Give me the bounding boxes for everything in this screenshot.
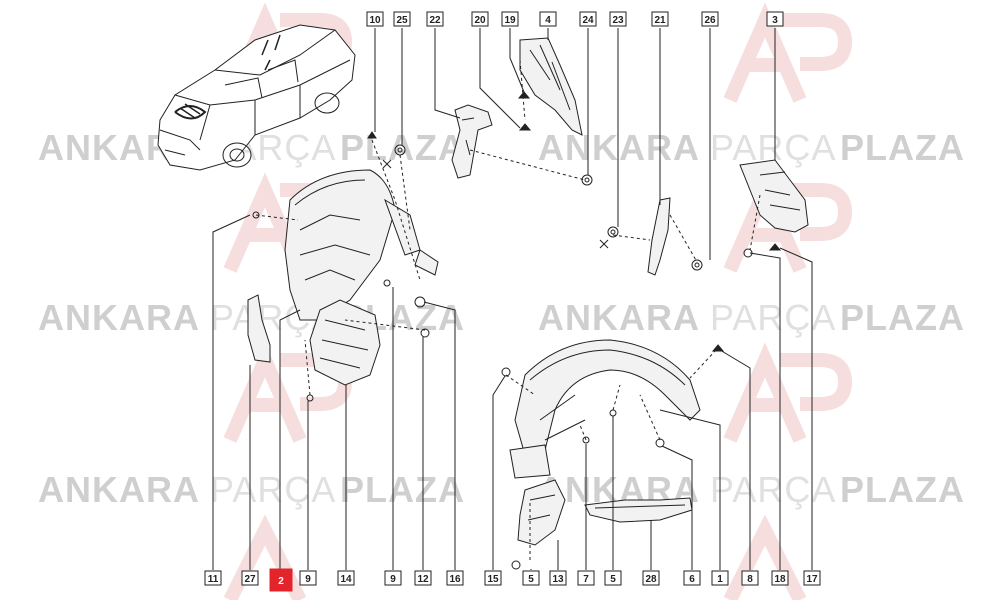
callout-label-text: 4 — [545, 15, 551, 26]
callout-label: 14 — [337, 570, 355, 586]
callout-label: 10 — [366, 11, 384, 27]
callout-label-text: 9 — [305, 574, 311, 585]
callout-label-text: 16 — [449, 574, 461, 585]
watermark-word-ankara: ANKARA — [38, 469, 200, 510]
callout-label: 17 — [803, 570, 821, 586]
watermark-row: ANKARA PARÇA PLAZA — [538, 297, 965, 338]
part-27-deflector — [247, 294, 271, 363]
callout-label-text: 5 — [528, 574, 534, 585]
callout-label-text: 24 — [582, 15, 594, 26]
callout-label-text: 18 — [774, 574, 786, 585]
watermark-row: ANKARA PARÇA PLAZA — [38, 469, 465, 510]
callout-label: 19 — [501, 11, 519, 27]
callout-label: 12 — [414, 570, 432, 586]
watermark-word-plaza: PLAZA — [840, 127, 965, 168]
callout-label-text: 12 — [417, 574, 429, 585]
callout-label-text: 17 — [806, 574, 818, 585]
callout-label-text: 13 — [552, 574, 564, 585]
callout-label: 28 — [642, 570, 660, 586]
watermark-word-plaza: PLAZA — [840, 469, 965, 510]
callout-label-text: 14 — [340, 574, 352, 585]
callout-label: 23 — [609, 11, 627, 27]
callout-label: 9 — [299, 570, 317, 586]
callout-label-text: 9 — [390, 574, 396, 585]
watermark-word-ankara: ANKARA — [38, 297, 200, 338]
watermark-row: ANKARA PARÇA PLAZA — [538, 469, 965, 510]
callout-label-text: 22 — [429, 15, 441, 26]
callout-label-text: 10 — [369, 15, 381, 26]
watermark-word-parca: PARÇA — [710, 469, 836, 510]
callout-label-text: 21 — [654, 15, 666, 26]
callout-label: 6 — [683, 570, 701, 586]
callout-label-text: 3 — [772, 15, 778, 26]
callout-label: 4 — [539, 11, 557, 27]
part-3-bracket — [739, 159, 809, 233]
part-28-trim — [584, 497, 693, 523]
callout-label: 11 — [204, 570, 222, 586]
leader-lines — [212, 28, 813, 570]
callout-label: 8 — [741, 570, 759, 586]
callout-label: 20 — [471, 11, 489, 27]
callout-label-text: 19 — [504, 15, 516, 26]
watermark-word-plaza: PLAZA — [340, 469, 465, 510]
callout-label-text: 25 — [396, 15, 408, 26]
watermark-word-parca: PARÇA — [710, 297, 836, 338]
callout-label-text: 23 — [612, 15, 624, 26]
callout-label: 5 — [522, 570, 540, 586]
callout-label-text: 2 — [278, 576, 284, 587]
callout-label: 5 — [604, 570, 622, 586]
part-21-strip — [647, 197, 671, 276]
callout-label: 22 — [426, 11, 444, 27]
callout-label: 27 — [241, 570, 259, 586]
callout-label-highlighted: 2 — [269, 568, 293, 592]
bottom-callouts: 11 27 2 9 14 9 12 16 15 5 13 7 5 28 6 1 … — [204, 568, 821, 592]
assembly-dashed-lines — [255, 59, 761, 560]
callout-label: 9 — [384, 570, 402, 586]
callout-label: 15 — [484, 570, 502, 586]
callout-label-text: 5 — [610, 574, 616, 585]
callout-label-text: 15 — [487, 574, 499, 585]
part-14-support — [309, 299, 381, 386]
callout-label: 16 — [446, 570, 464, 586]
callout-label-text: 1 — [717, 574, 723, 585]
watermark-word-plaza: PLAZA — [840, 297, 965, 338]
top-callouts: 10 25 22 20 19 4 24 23 21 26 3 — [366, 11, 784, 27]
callout-label: 25 — [393, 11, 411, 27]
callout-label-text: 27 — [244, 574, 256, 585]
callout-label-text: 7 — [583, 574, 589, 585]
part-4-liner — [519, 37, 583, 136]
callout-label: 7 — [577, 570, 595, 586]
callout-label-text: 6 — [689, 574, 695, 585]
part-22-bracket — [451, 104, 493, 179]
car-illustration — [157, 24, 356, 171]
right-wheel-arch-liner — [509, 339, 701, 479]
watermark-word-ankara: ANKARA — [538, 297, 700, 338]
callout-label-text: 26 — [704, 15, 716, 26]
callout-label: 26 — [701, 11, 719, 27]
ap-logo-watermark — [723, 2, 853, 103]
callout-label-text: 28 — [645, 574, 657, 585]
callout-label-text: 8 — [747, 574, 753, 585]
left-wheel-arch-liner — [284, 169, 439, 321]
ap-logo-watermark — [723, 342, 853, 443]
callout-label: 18 — [771, 570, 789, 586]
callout-label-text: 11 — [208, 574, 219, 585]
callout-label: 1 — [711, 570, 729, 586]
callout-label: 13 — [549, 570, 567, 586]
fastener-symbols — [252, 91, 782, 570]
callout-label: 3 — [766, 11, 784, 27]
callout-label-text: 20 — [474, 15, 486, 26]
callout-label: 24 — [579, 11, 597, 27]
part-13-bracket — [517, 479, 566, 546]
watermark-word-parca: PARÇA — [210, 469, 336, 510]
callout-label: 21 — [651, 11, 669, 27]
